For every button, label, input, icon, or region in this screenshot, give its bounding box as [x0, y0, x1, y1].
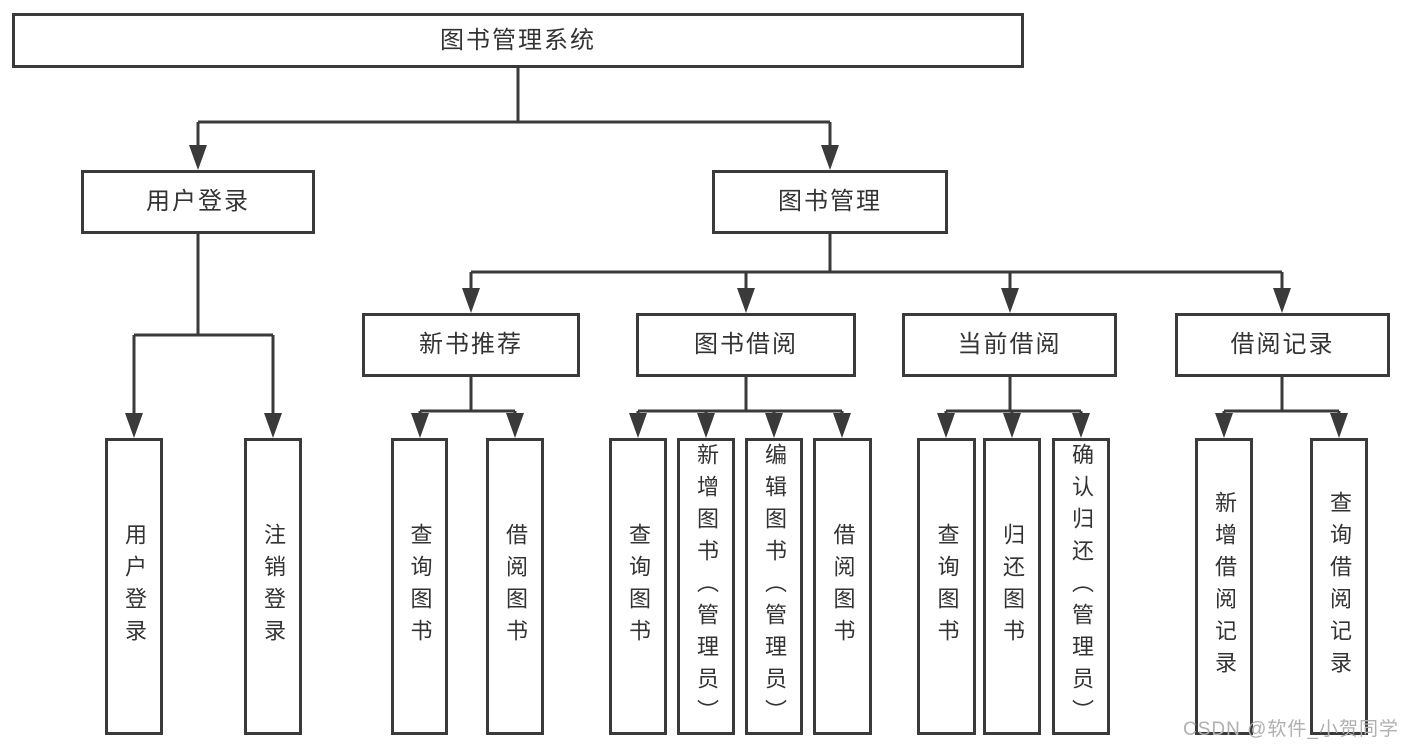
arrowhead: [937, 413, 955, 438]
arrowhead: [506, 413, 524, 438]
leaf-add-borrow-record: 新增借阅记录: [1195, 438, 1253, 735]
leaf-borrow-books-recommend: 借阅图书: [486, 438, 544, 735]
node-new-book-recommend: 新书推荐: [362, 313, 580, 377]
leaf-return-books: 归还图书: [983, 438, 1041, 735]
node-book-management: 图书管理: [712, 170, 948, 234]
node-current-borrow: 当前借阅: [902, 313, 1117, 377]
arrowhead: [1001, 288, 1019, 313]
arrowhead: [462, 288, 480, 313]
leaf-add-books-admin: 新增图书（管理员）: [677, 438, 735, 735]
arrowhead: [125, 413, 143, 438]
leaf-edit-books-admin: 编辑图书（管理员）: [745, 438, 803, 735]
leaf-query-books-current: 查询图书: [917, 438, 976, 735]
arrowhead: [821, 145, 839, 170]
leaf-user-login: 用户登录: [105, 438, 163, 735]
arrowhead: [1003, 413, 1021, 438]
node-user-login: 用户登录: [81, 170, 315, 234]
node-library-management-system: 图书管理系统: [12, 13, 1024, 68]
leaf-logout: 注销登录: [244, 438, 302, 735]
csdn-watermark: CSDN @软件_小贺同学: [1183, 719, 1399, 740]
leaf-query-borrow-record: 查询借阅记录: [1310, 438, 1368, 735]
arrowhead: [697, 413, 715, 438]
arrowhead: [629, 413, 647, 438]
leaf-borrow-books: 借阅图书: [813, 438, 872, 735]
node-borrow-record: 借阅记录: [1175, 313, 1390, 377]
arrowhead: [1072, 413, 1090, 438]
arrowhead: [264, 413, 282, 438]
arrowhead: [737, 288, 755, 313]
arrowhead: [1273, 288, 1291, 313]
arrowhead: [833, 413, 851, 438]
leaf-query-books-recommend: 查询图书: [391, 438, 448, 735]
arrowhead: [1330, 413, 1348, 438]
leaf-confirm-return-admin: 确认归还（管理员）: [1052, 438, 1110, 735]
arrowhead: [189, 145, 207, 170]
node-book-borrow: 图书借阅: [636, 313, 856, 377]
arrowhead: [411, 413, 429, 438]
leaf-query-books-borrow: 查询图书: [609, 438, 667, 735]
arrowhead: [765, 413, 783, 438]
arrowhead: [1215, 413, 1233, 438]
